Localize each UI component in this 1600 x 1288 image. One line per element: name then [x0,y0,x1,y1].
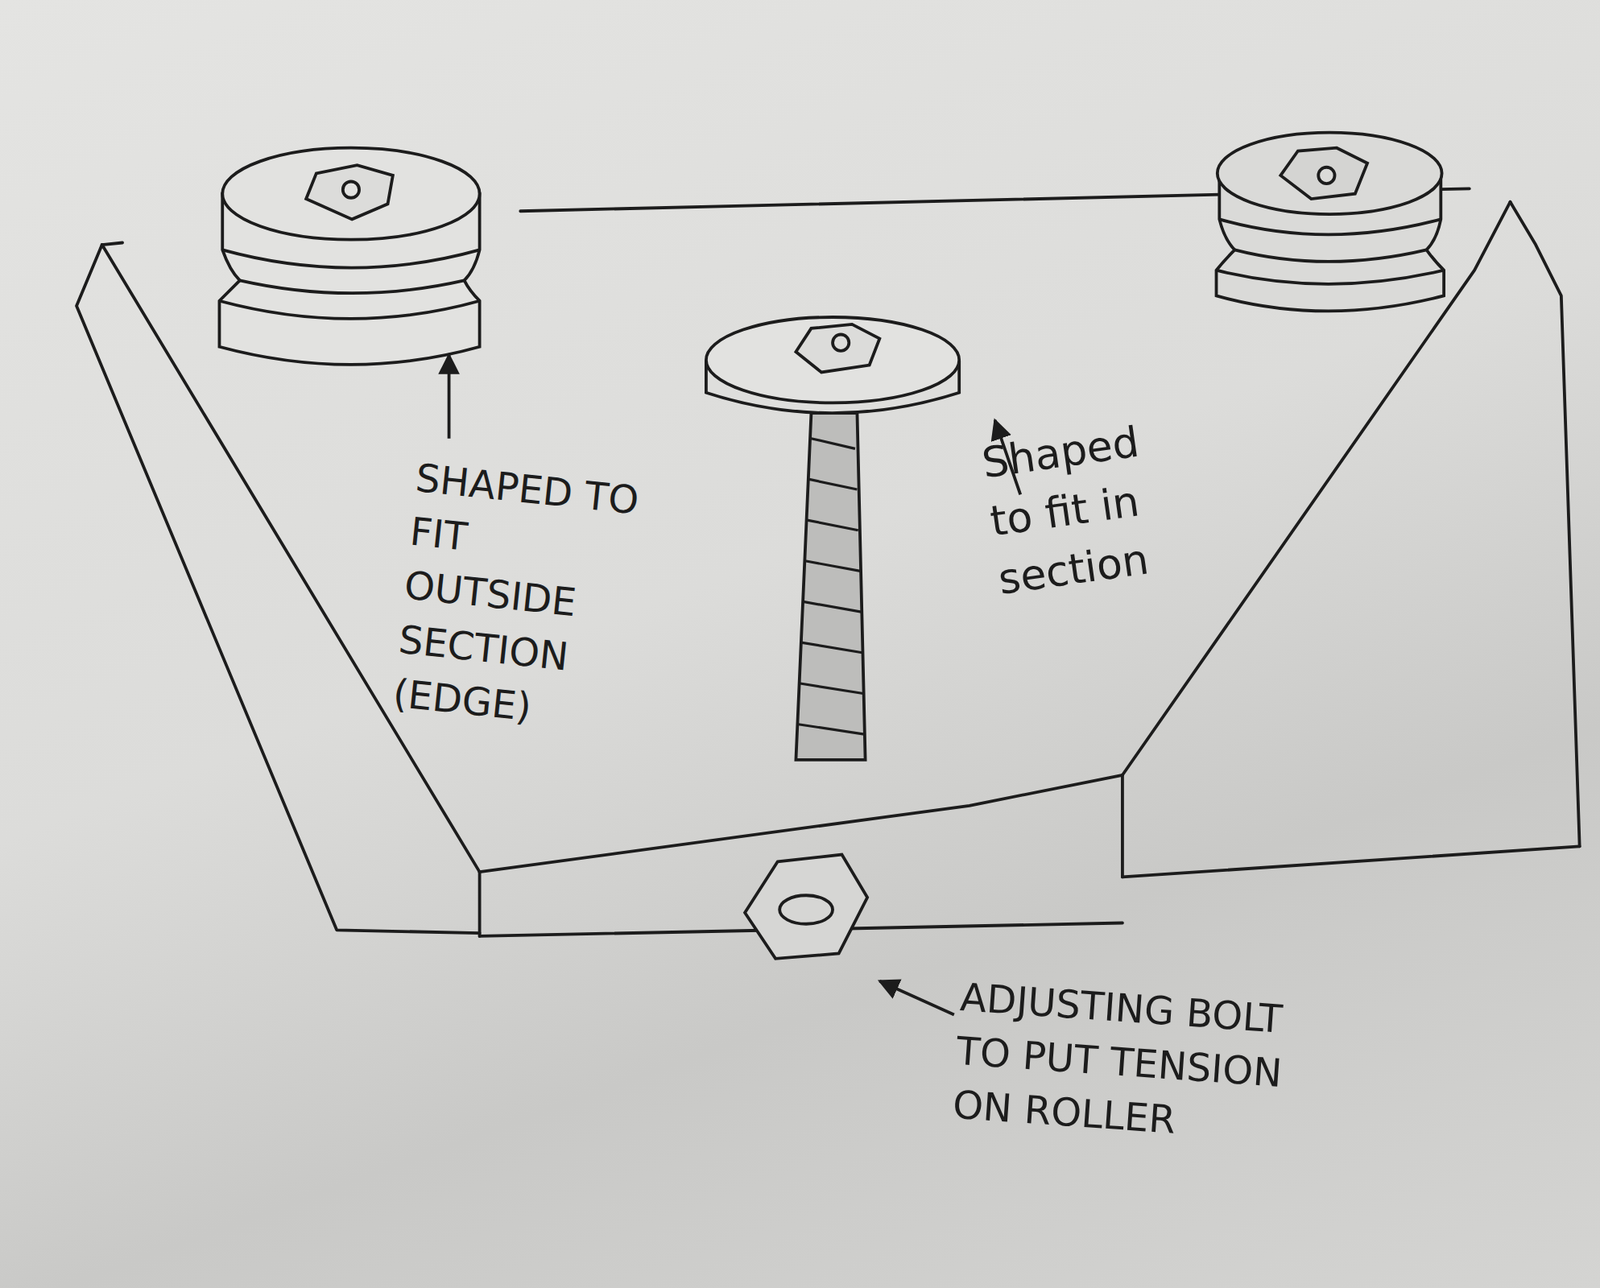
center-roller [706,317,960,761]
leader-arrows [449,355,1022,1016]
handwritten-note: ADJUSTING BOLT TO PUT TENSION ON ROLLER [950,970,1340,1159]
handwritten-note: Shaped to fit in section [978,406,1203,609]
right-roller [1216,132,1445,312]
adjusting-bolt [744,855,868,960]
left-roller [219,148,480,365]
handwritten-note: SHAPED TO FIT OUTSIDE SECTION (EDGE) [390,450,644,744]
